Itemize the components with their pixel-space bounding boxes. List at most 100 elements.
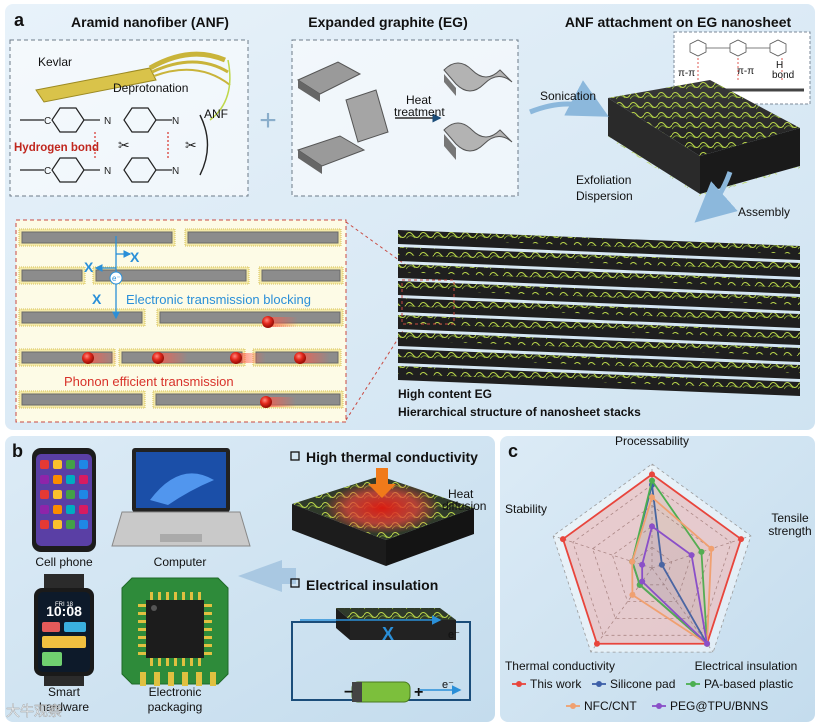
attach-title: ANF attachment on EG nanosheet xyxy=(565,14,792,30)
svg-text:N: N xyxy=(172,166,179,177)
pcb-pin xyxy=(174,592,177,600)
anf-fiber-label: ANF xyxy=(204,107,228,121)
hydrogen-bond-label: Hydrogen bond xyxy=(14,142,99,154)
stack-fiber-layer xyxy=(398,366,800,390)
app-icon xyxy=(79,490,88,499)
radar-point xyxy=(708,545,715,552)
eg-sheet xyxy=(261,269,341,282)
anf-title: Aramid nanofiber (ANF) xyxy=(71,14,229,30)
smart-label-2: hardware xyxy=(39,700,89,714)
sonication-label: Sonication xyxy=(540,89,596,103)
pcb-pin xyxy=(174,658,177,666)
radar-point xyxy=(559,536,566,543)
radar-point xyxy=(649,494,655,501)
pi-pi-label-1: π-π xyxy=(678,68,695,79)
radar-point xyxy=(658,561,665,568)
panel-a-label: a xyxy=(14,10,25,30)
radar-point xyxy=(738,536,745,543)
assembly-arrow xyxy=(694,171,738,223)
svg-text:N: N xyxy=(104,166,111,177)
radar-point xyxy=(649,471,655,478)
computer-label: Computer xyxy=(154,555,207,569)
pcb-pin xyxy=(138,612,146,615)
pcb-pin xyxy=(198,658,201,666)
radar-grid-ring xyxy=(631,546,673,586)
radar-point xyxy=(629,591,636,598)
stack-fiber-layer xyxy=(398,315,800,339)
checkbox-icon-1 xyxy=(290,451,300,461)
app-icon xyxy=(53,460,62,469)
phonon-particle xyxy=(82,352,94,364)
pcb-pin xyxy=(138,620,146,623)
smartwatch-icon xyxy=(34,574,94,686)
high-tc-label: High thermal conductivity xyxy=(306,449,478,465)
eg-sheet xyxy=(95,269,247,282)
anf-box xyxy=(9,39,249,197)
heat-label-2: treatment xyxy=(394,105,445,119)
insulation-circuit-icon xyxy=(291,608,471,703)
phonon-particle xyxy=(294,352,306,364)
eg-sheet xyxy=(21,269,83,282)
computer-icon xyxy=(111,448,251,547)
battery-minus: − xyxy=(344,684,353,701)
pcb-pin xyxy=(204,604,212,607)
app-icon xyxy=(79,460,88,469)
eg-sheet xyxy=(21,311,143,324)
h-bond-label-1: H xyxy=(776,60,783,71)
phonon-trail xyxy=(232,353,266,363)
scissors-icon: ✂ xyxy=(118,137,130,153)
legend-label: Silicone pad xyxy=(610,677,675,691)
pcb-pin xyxy=(204,652,212,655)
app-icon xyxy=(53,505,62,514)
stack-fiber-layer xyxy=(398,264,800,288)
circuit-board-icon xyxy=(121,577,229,686)
legend-label: This work xyxy=(530,677,582,691)
pcb-contact xyxy=(196,672,202,686)
packaging-label-1: Electronic xyxy=(149,685,202,699)
phonon-trail xyxy=(84,353,118,363)
aramid-chain-icon xyxy=(20,107,209,183)
electron-blocking-icons xyxy=(94,236,132,320)
pcb-pin xyxy=(190,658,193,666)
pcb-contact xyxy=(154,672,160,686)
app-icon xyxy=(79,505,88,514)
electron-symbol: e⁻ xyxy=(112,274,121,283)
kevlar-fiber-icon xyxy=(35,51,231,121)
plus-sign: + xyxy=(259,104,277,137)
radar-axis-label: Tensile xyxy=(771,511,809,525)
pcb-pin xyxy=(138,644,146,647)
app-icon xyxy=(53,490,62,499)
pcb-pin xyxy=(166,658,169,666)
cell-phone-label: Cell phone xyxy=(35,555,93,569)
electron-label-2: e⁻ xyxy=(442,679,454,691)
radar-spoke xyxy=(651,535,752,569)
pcb-contact xyxy=(168,672,174,686)
nanosheet-stack-icon xyxy=(398,230,800,396)
heat-diffusion-icon xyxy=(292,468,474,566)
svg-text:C: C xyxy=(44,166,51,177)
pcb-pin xyxy=(204,636,212,639)
application-arrow xyxy=(238,560,296,592)
eg-sheet xyxy=(159,311,341,324)
insulation-block-mark: X xyxy=(382,624,394,644)
radar-spoke xyxy=(590,567,653,653)
pi-pi-label-2: π-π xyxy=(737,66,754,77)
eg-title: Expanded graphite (EG) xyxy=(308,14,467,30)
stack-fiber-layer xyxy=(398,230,800,254)
pcb-pin xyxy=(190,592,193,600)
app-icon xyxy=(79,520,88,529)
battery-plus: + xyxy=(414,684,423,701)
heat-diffusion-label-1: Heat xyxy=(448,487,474,501)
pcb-pin xyxy=(182,592,185,600)
h-bond-label-2: bond xyxy=(772,70,794,81)
zoom-line-1 xyxy=(345,221,411,269)
svg-text:N: N xyxy=(172,116,179,127)
smart-label-1: Smart xyxy=(48,685,81,699)
pcb-pin xyxy=(138,628,146,631)
app-icon xyxy=(40,505,49,514)
expanded-graphite-icon xyxy=(443,62,513,160)
pcb-pin xyxy=(204,620,212,623)
pcb-pin xyxy=(198,592,201,600)
radar-grid-ring xyxy=(611,525,693,603)
